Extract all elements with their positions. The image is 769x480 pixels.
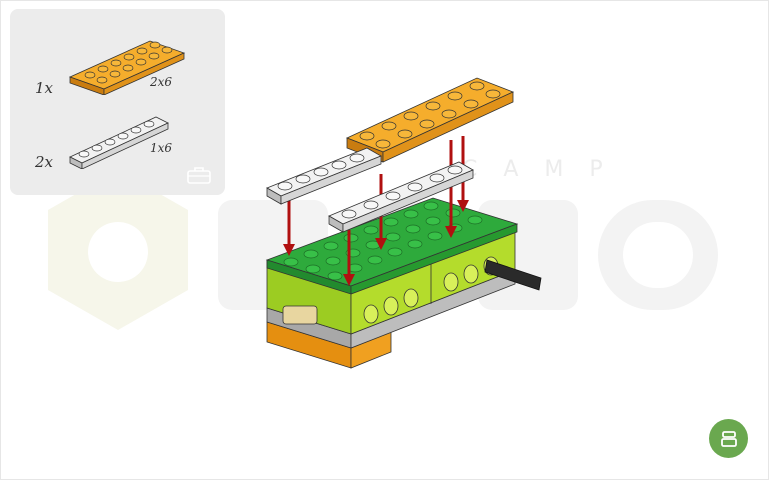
parts-panel: 1x 2x6 2x 1x6 <box>10 9 225 195</box>
floating-orange-plate <box>347 78 513 162</box>
floating-gray-plate <box>267 148 381 204</box>
bag-icon[interactable] <box>186 165 212 185</box>
next-step-icon <box>719 429 739 449</box>
part-size: 2x6 <box>150 75 172 89</box>
part-size: 1x6 <box>150 141 172 155</box>
part-quantity: 1x <box>35 79 53 97</box>
next-step-button[interactable] <box>709 419 748 458</box>
assembly-model <box>255 70 555 380</box>
part-plate-gray <box>68 111 170 169</box>
part-quantity: 2x <box>35 153 53 171</box>
